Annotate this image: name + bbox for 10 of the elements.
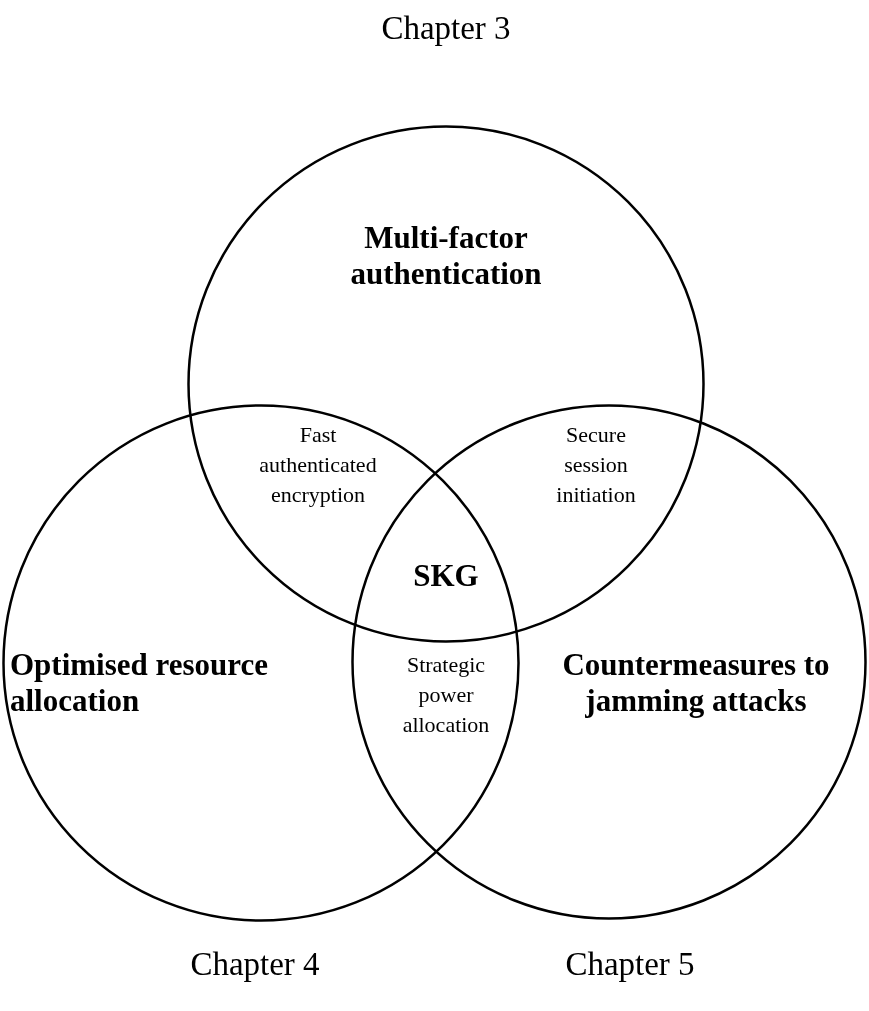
region-label: Secure session initiation: [555, 421, 637, 509]
region-label: Strategic power allocation: [401, 651, 491, 739]
set-title: Countermeasures to jamming attacks: [561, 647, 831, 719]
set-title: Multi-factor authentication: [349, 220, 543, 292]
region-label: Fast authenticated encryption: [258, 421, 378, 509]
chapter-caption: Chapter 3: [380, 10, 512, 47]
center-label: SKG: [412, 557, 480, 595]
set-title: Optimised resource allocation: [10, 647, 270, 719]
chapter-caption: Chapter 4: [189, 946, 321, 983]
chapter-caption: Chapter 5: [564, 946, 696, 983]
